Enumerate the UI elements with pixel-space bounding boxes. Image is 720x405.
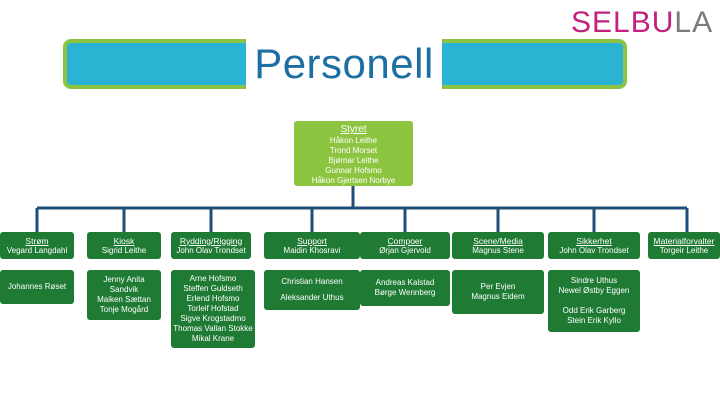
board-member: Gunnar Hofsmo <box>325 166 382 175</box>
dept-leader: Vegard Langdahl <box>6 245 68 255</box>
dept-leader: Sigrid Leithe <box>101 245 147 255</box>
dept-member: Steffen Guldseth <box>183 284 243 293</box>
dept-member: Andreas Kalstad <box>375 278 435 287</box>
board-box: Styret Håkon Leithe Trond Morset Bjørnar… <box>294 121 413 186</box>
dept-member: Newel Østby Eggen <box>558 286 630 295</box>
dept-heading: Compoer <box>387 235 423 246</box>
svg-text:SELBULAN: SELBULAN <box>571 6 713 39</box>
dept-head-box-scene: Scene/Media Magnus Stene <box>452 232 544 259</box>
dept-heading: Kiosk <box>113 235 135 246</box>
dept-members-box-support: Christian Hansen Aleksander Uthus <box>264 270 360 310</box>
dept-head-box-rydding: Rydding/Rigging John Olav Trondset <box>171 232 251 259</box>
dept-member: Mikal Krane <box>191 334 235 343</box>
dept-members-box-strom: Johannes Røset <box>0 270 74 304</box>
board-member: Trond Morset <box>329 146 378 155</box>
dept-member: Odd Erik Garberg <box>562 306 626 315</box>
dept-member: Sindre Uthus <box>570 276 618 285</box>
dept-member: Børge Wennberg <box>374 288 436 297</box>
dept-member: Thomas Vallan Stokke <box>173 324 253 333</box>
board-heading: Styret <box>340 124 367 135</box>
dept-member: Aleksander Uthus <box>280 293 344 302</box>
board-member: Håkon Leithe <box>329 136 378 145</box>
dept-heading: Scene/Media <box>473 235 523 246</box>
dept-member: Stein Erik Kyllo <box>567 316 621 325</box>
dept-head-box-strom: Strøm Vegard Langdahl <box>0 232 74 259</box>
dept-leader: John Olav Trondset <box>176 245 246 255</box>
dept-leader: John Olav Trondset <box>559 245 629 255</box>
dept-head-box-support: Support Maidin Khosravi <box>264 232 360 259</box>
dept-heading: Strøm <box>25 235 49 246</box>
dept-member: Jenny Anita <box>103 275 145 284</box>
dept-member: Magnus Eidem <box>471 292 525 301</box>
dept-head-box-sikkerhet: Sikkerhet John Olav Trondset <box>548 232 640 259</box>
dept-member: Sandvik <box>109 285 139 294</box>
board-member: Håkon Gjertsen Norbye <box>311 176 396 185</box>
dept-member: Maiken Sættan <box>97 295 151 304</box>
dept-members-box-kiosk: Jenny Anita Sandvik Maiken Sættan Tonje … <box>87 270 161 320</box>
dept-head-box-compoer: Compoer Ørjan Gjervold <box>360 232 450 259</box>
dept-member: Torleif Hofstad <box>187 304 239 313</box>
dept-heading: Materialforvalter <box>653 235 715 246</box>
dept-member: Erlend Hofsmo <box>186 294 240 303</box>
dept-members-box-rydding: Arne Hofsmo Steffen Guldseth Erlend Hofs… <box>171 270 255 348</box>
dept-members-box-scene: Per Evjen Magnus Eidem <box>452 270 544 314</box>
dept-head-box-kiosk: Kiosk Sigrid Leithe <box>87 232 161 259</box>
dept-heading: Support <box>297 235 327 246</box>
dept-member: Christian Hansen <box>281 277 343 286</box>
board-member: Bjørnar Leithe <box>328 156 379 165</box>
dept-member: Per Evjen <box>480 282 516 291</box>
dept-member: Johannes Røset <box>7 282 67 291</box>
dept-head-box-materialforvalter: Materialforvalter Torgeir Leithe <box>648 232 720 259</box>
dept-leader: Maidin Khosravi <box>283 245 341 255</box>
dept-leader: Magnus Stene <box>472 245 524 255</box>
dept-member: Tonje Mogård <box>99 305 149 314</box>
page-title: Personell <box>246 39 442 89</box>
selbulan-logo: SELBULAN <box>571 6 713 39</box>
dept-members-box-sikkerhet: Sindre Uthus Newel Østby Eggen Odd Erik … <box>548 270 640 332</box>
dept-leader: Ørjan Gjervold <box>379 245 431 255</box>
dept-leader: Torgeir Leithe <box>659 245 709 255</box>
dept-heading: Sikkerhet <box>576 235 612 246</box>
dept-member: Sigve Krogstadmo <box>180 314 246 323</box>
dept-heading: Rydding/Rigging <box>179 235 243 246</box>
dept-members-box-compoer: Andreas Kalstad Børge Wennberg <box>360 270 450 306</box>
dept-member: Arne Hofsmo <box>189 274 237 283</box>
